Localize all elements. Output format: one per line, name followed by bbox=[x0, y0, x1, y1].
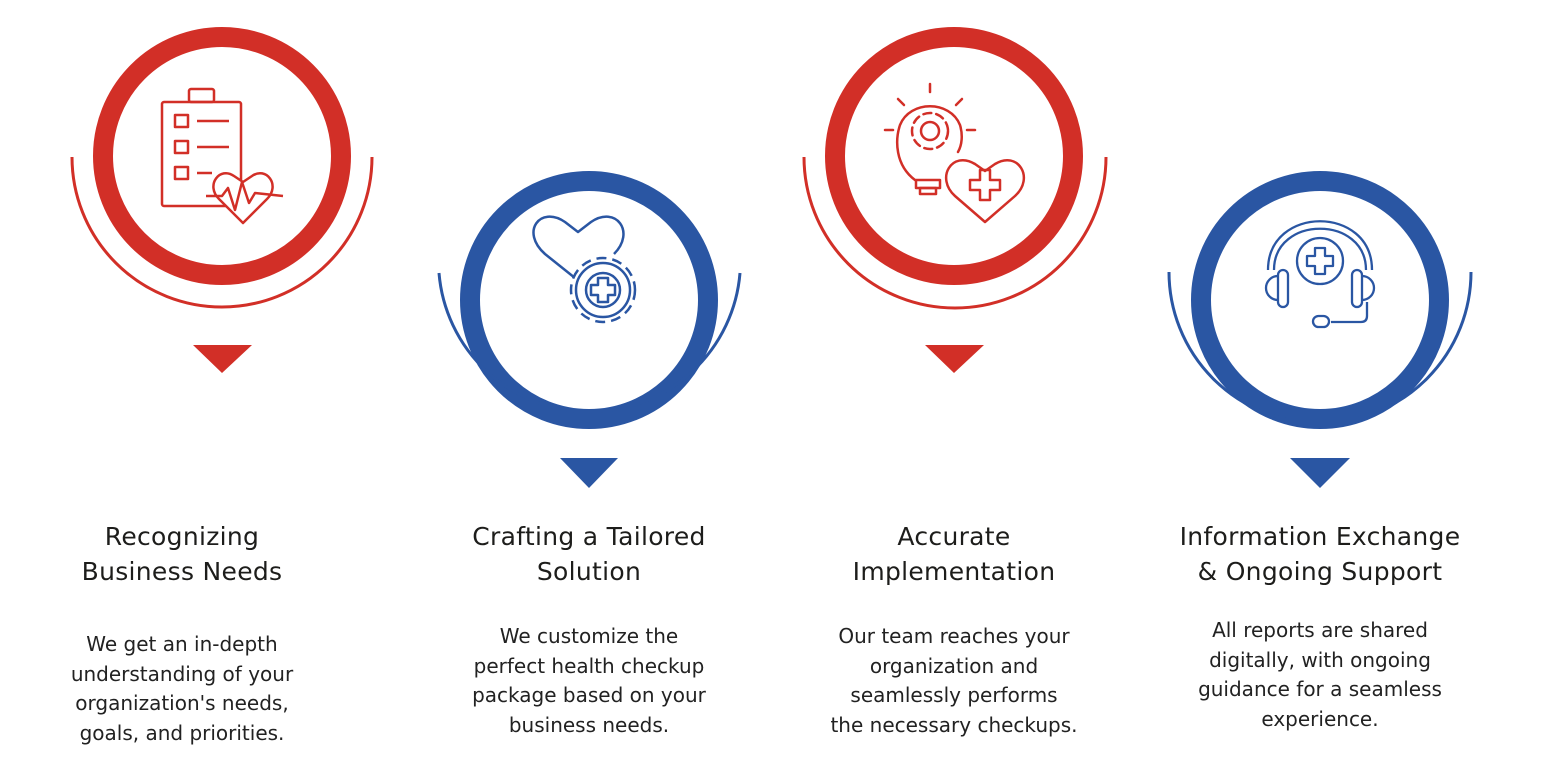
step-4-ring bbox=[1191, 171, 1449, 429]
step-3-ring bbox=[825, 27, 1083, 285]
medical-headset-icon bbox=[1264, 220, 1376, 329]
heart-gear-icon bbox=[532, 215, 637, 324]
step-2-arc bbox=[437, 272, 742, 414]
step-2-ring bbox=[460, 171, 718, 429]
step-1-arrow-icon bbox=[193, 345, 252, 373]
step-1-title: Recognizing Business Needs bbox=[81, 522, 283, 586]
step-3-arrow-icon bbox=[925, 345, 984, 373]
step-4-arrow-icon bbox=[1290, 458, 1350, 488]
lightbulb-heart-icon bbox=[883, 82, 1026, 224]
clipboard-heart-icon bbox=[160, 87, 284, 225]
step-3-arc bbox=[802, 156, 1108, 310]
step-2-graphic bbox=[437, 171, 742, 488]
step-4-title: Information Exchange & Ongoing Support bbox=[1179, 522, 1461, 586]
step-2-title: Crafting a Tailored Solution bbox=[472, 522, 706, 586]
step-1-graphic bbox=[70, 27, 374, 373]
step-2-description: We customize the perfect health checkup … bbox=[472, 624, 706, 737]
step-1-ring bbox=[93, 27, 351, 285]
step-3-graphic bbox=[802, 27, 1108, 373]
step-2-arrow-icon bbox=[560, 458, 618, 488]
step-4-description: All reports are shared digitally, with o… bbox=[1198, 618, 1442, 731]
step-4-graphic bbox=[1167, 171, 1473, 488]
step-4-arc bbox=[1167, 271, 1473, 425]
step-1-description: We get an in-depth understanding of your… bbox=[70, 632, 294, 745]
step-3-description: Our team reaches your organization and s… bbox=[830, 624, 1078, 737]
step-3-title: Accurate Implementation bbox=[852, 522, 1056, 586]
step-1-arc bbox=[70, 156, 374, 309]
